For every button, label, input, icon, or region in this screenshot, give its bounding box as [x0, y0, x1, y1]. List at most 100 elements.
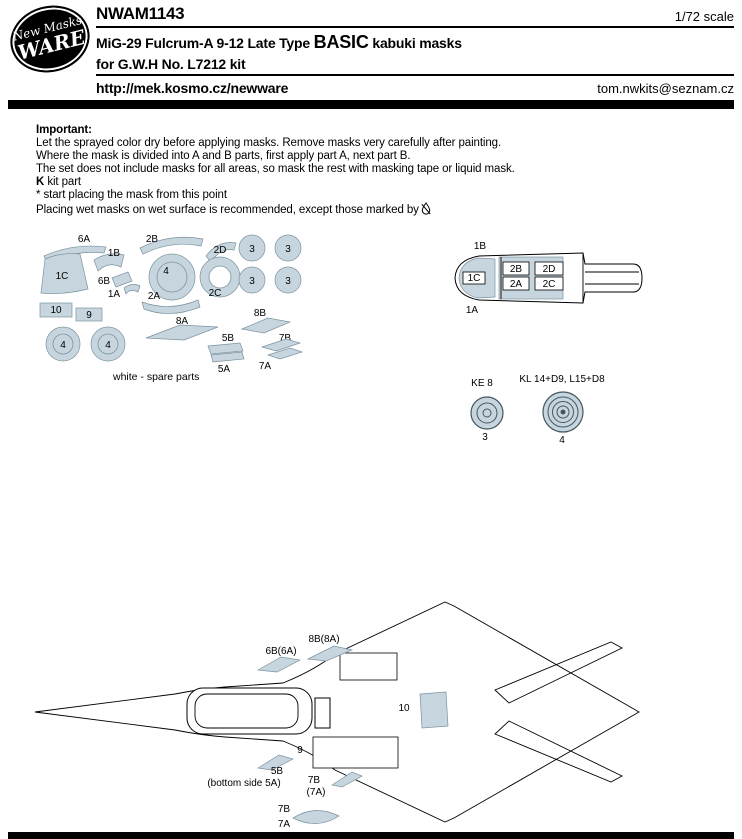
mask-part-8b-shape [240, 317, 292, 334]
part-label-3: 3 [249, 244, 255, 255]
part-label-2d: 2D [214, 245, 227, 256]
product-code: NWAM1143 [96, 4, 185, 23]
header-rule-2 [96, 74, 734, 76]
note-line-1: Let the sprayed color dry before applyin… [36, 137, 502, 149]
canopy-label-1b: 1B [474, 241, 487, 252]
spare-parts-caption: white - spare parts [112, 371, 199, 383]
aircraft-top-view-diagram: 8B(8A) 6B(6A) 10 9 5B (bottom side 5A) 7… [34, 601, 640, 830]
wheel-left-number: 3 [482, 432, 488, 443]
mask-part-1c-shape [40, 253, 89, 294]
canopy-label-2d: 2D [543, 264, 556, 275]
wet-mask-note: Placing wet masks on wet surface is reco… [36, 204, 419, 216]
canopy-frame-outer [186, 687, 313, 735]
part-label-5a: 5A [218, 364, 231, 375]
part-label-1a: 1A [108, 289, 121, 300]
wheel-mask-3-hub [482, 408, 492, 418]
mask-part-8a-shape [145, 324, 219, 341]
mask-part-2c-hole [208, 265, 232, 289]
canopy-box-1c [462, 271, 486, 285]
scale-label: 1/72 scale [674, 9, 734, 24]
aircraft-label-5b: 5B [271, 766, 284, 777]
kit-part-symbol: K [36, 176, 45, 188]
part-label-2c: 2C [209, 288, 222, 299]
product-title: MiG-29 Fulcrum-A 9-12 Late Type BASIC ka… [96, 32, 734, 53]
kit-subtitle: for G.W.H No. L7212 kit [96, 56, 246, 72]
mask-part-1a-shape [123, 284, 141, 295]
part-label-6b: 6B [98, 276, 111, 287]
part-label-10: 10 [50, 305, 62, 316]
product-title-suffix: kabuki masks [368, 35, 462, 51]
crossed-drop-icon [421, 202, 431, 215]
canopy-headrest [314, 697, 331, 729]
canopy-box-2a [502, 276, 530, 291]
contact-email: tom.nwkits@seznam.cz [597, 81, 734, 96]
mask-part-6b-shape [111, 271, 133, 288]
note-line-5: * start placing the mask from this point [36, 189, 227, 201]
footer-bar [8, 832, 734, 839]
website-url: http://mek.kosmo.cz/newware [96, 80, 289, 96]
wheel-left-title: KE 8 [471, 378, 493, 389]
mask-part-4-circle-inner [52, 333, 74, 355]
wheel-mask-4-ring1 [547, 396, 579, 428]
part-label-8a: 8A [176, 316, 189, 327]
part-label-8b: 8B [254, 308, 267, 319]
aircraft-label-9: 9 [297, 745, 303, 756]
part-label-1c: 1C [56, 271, 69, 282]
part-label-6a: 6A [78, 234, 91, 245]
note-line-4: K kit part [36, 176, 515, 189]
mask-placement-7a-lens [292, 810, 340, 824]
mask-part-2a-shape [141, 299, 201, 314]
canopy-top-view-diagram: 1B 1C 2B 2A 2D 2C 1A [454, 241, 643, 316]
part-label-4: 4 [60, 340, 66, 351]
spare-parts-diagram: 6A 1C 1B 6B 1A 2B 4 2A 2D 2C 3 3 [39, 234, 304, 383]
product-title-text: MiG-29 Fulcrum-A 9-12 Late Type [96, 35, 314, 51]
part-label-2a: 2A [148, 291, 161, 302]
part-label-7a: 7A [259, 361, 272, 372]
part-label-7b: 7B [279, 333, 292, 344]
mask-part-4-disc [148, 253, 196, 301]
part-label-3: 3 [249, 276, 255, 287]
aircraft-label-8b8a: 8B(8A) [308, 634, 339, 645]
part-label-3: 3 [285, 276, 291, 287]
part-label-3: 3 [285, 244, 291, 255]
aircraft-label-7b-detached: 7B [278, 804, 291, 815]
part-label-2b: 2B [146, 234, 159, 245]
aircraft-label-10: 10 [398, 703, 410, 714]
mask-part-9-shape [75, 307, 103, 322]
stabilizer-top [494, 641, 623, 704]
canopy-frame-inner [194, 693, 299, 729]
mask-placement-8b [306, 645, 354, 662]
aircraft-label-7a-paren: (7A) [307, 787, 326, 798]
mask-placement-5b [256, 754, 294, 771]
aircraft-label-7b: 7B [308, 775, 321, 786]
mask-part-5b-shape [207, 342, 244, 355]
important-heading: Important: [36, 124, 92, 136]
mask-part-5a-shape [210, 351, 245, 363]
header-rule-1 [96, 26, 734, 28]
mask-part-4-circle [90, 326, 126, 362]
mask-placement-7b [331, 771, 363, 788]
mask-part-2b-shape [139, 236, 204, 255]
mask-area-top-rect [339, 652, 398, 681]
aircraft-label-6b6a: 6B(6A) [265, 646, 296, 657]
mask-part-10-shape [39, 302, 73, 318]
note-line-3: The set does not include masks for all a… [36, 163, 515, 175]
canopy-label-2c: 2C [543, 279, 556, 290]
canopy-box-2b [502, 261, 530, 276]
canopy-label-1c: 1C [468, 273, 481, 284]
note-line-6: Placing wet masks on wet surface is reco… [36, 202, 515, 217]
mask-part-3-circle [274, 234, 302, 262]
aircraft-label-bottom-side-5a: (bottom side 5A) [207, 778, 280, 789]
important-notes: Important: Let the sprayed color dry bef… [36, 124, 515, 217]
mask-part-7b-shape [260, 338, 302, 352]
header: NWAM1143 1/72 scale MiG-29 Fulcrum-A 9-1… [96, 4, 734, 96]
mask-part-7a-shape [266, 347, 304, 360]
kit-part-text: kit part [44, 176, 82, 188]
canopy-label-2a: 2A [510, 279, 523, 290]
product-title-basic: BASIC [313, 32, 369, 52]
wheel-right-title: KL 14+D9, L15+D8 [519, 374, 605, 385]
newware-logo-oval: New Masks WARE [3, 0, 97, 81]
wheel-masks-diagram: KE 8 KL 14+D9, L15+D8 3 4 [470, 374, 605, 446]
canopy-label-1a: 1A [466, 305, 479, 316]
